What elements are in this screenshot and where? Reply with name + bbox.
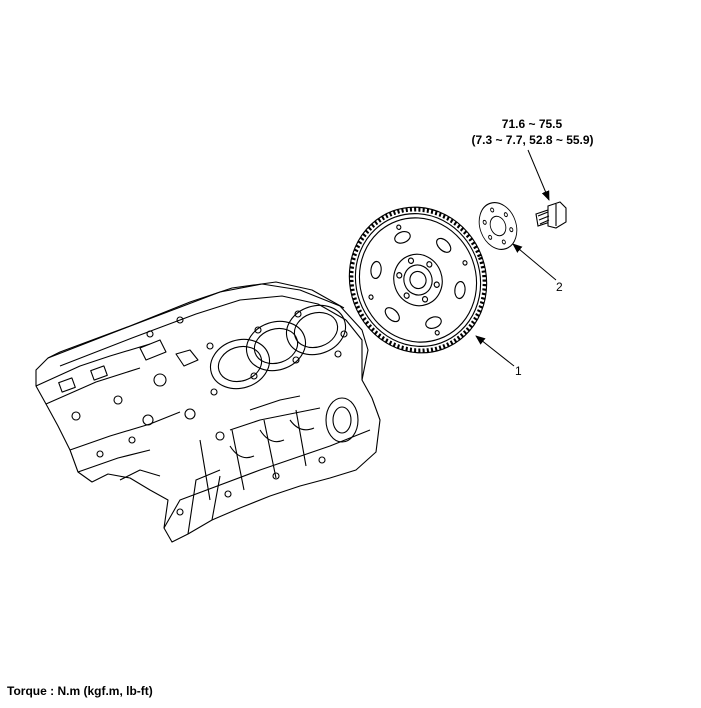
leader-lines	[475, 149, 557, 367]
flywheel-bolt	[535, 201, 567, 229]
engine-block	[35, 281, 381, 543]
torque-spec-line2: (7.3 ~ 7.7, 52.8 ~ 55.9)	[471, 133, 594, 147]
adapter-plate	[478, 202, 518, 250]
callout-number-2: 2	[556, 280, 563, 294]
torque-spec-line1: 71.6 ~ 75.5	[501, 117, 563, 131]
torque-units-note: Torque : N.m (kgf.m, lb-ft)	[7, 684, 153, 698]
callout-1-leader	[475, 335, 515, 367]
cylinder-bores	[209, 304, 347, 390]
torque-leader-arrow	[527, 149, 550, 201]
deck-bolt-holes	[146, 310, 348, 396]
callout-2-leader	[512, 243, 557, 281]
callout-number-1: 1	[515, 364, 522, 378]
